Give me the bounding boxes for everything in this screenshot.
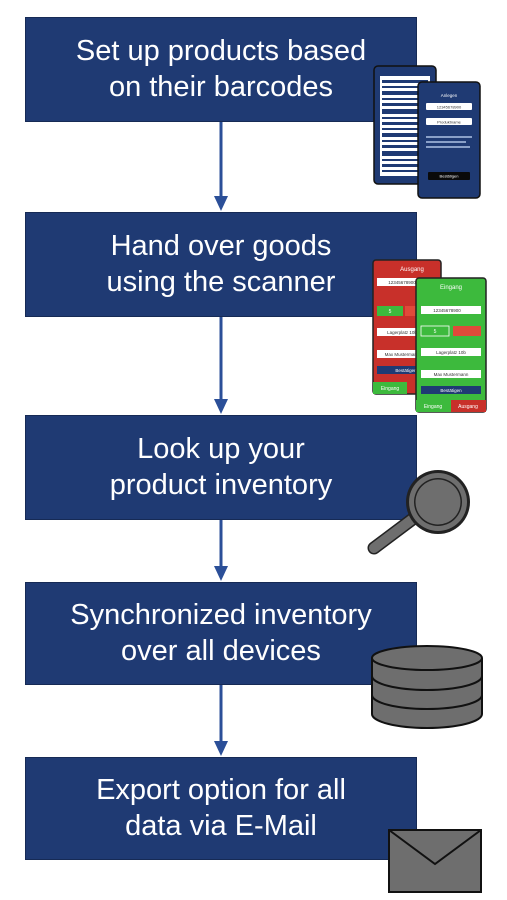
in-phone-person: Max Mustermann <box>434 372 469 377</box>
setup-phone-field: Produktname <box>437 120 462 125</box>
step-hand-over-goods: Hand over goods using the scanner <box>25 212 417 317</box>
step-export-option: Export option for all data via E-Mail <box>25 757 417 860</box>
out-phone-confirm: Bestätigen <box>395 368 417 373</box>
setup-phone-confirm: Bestätigen <box>440 174 459 179</box>
out-phone-count: 5 <box>389 309 392 315</box>
in-phone-code: 12345678900 <box>433 308 461 313</box>
out-phone-tab-in: Eingang <box>381 386 400 392</box>
step-handover-label: Hand over goods using the scanner <box>106 230 336 298</box>
arrow-down-4 <box>214 685 228 756</box>
in-phone-tab-out: Ausgang <box>458 404 478 410</box>
in-phone-tab-in: Eingang <box>424 404 443 410</box>
envelope-icon <box>388 829 482 893</box>
step-synchronized-inventory: Synchronized inventory over all devices <box>25 582 417 685</box>
arrow-down-3 <box>214 520 228 581</box>
arrow-down-1 <box>214 122 228 211</box>
in-phone-count: 5 <box>434 329 437 335</box>
step-setup-label: Set up products based on their barcodes <box>75 35 367 103</box>
out-phone-location: Lagerplatz 10b <box>387 330 417 335</box>
arrow-down-2 <box>214 317 228 414</box>
out-phone-person: Max Mustermann <box>385 352 420 357</box>
in-phone-confirm: Bestätigen <box>440 388 462 393</box>
out-phone-title: Ausgang <box>400 267 424 273</box>
setup-phone-title: Anlegen <box>441 93 458 98</box>
barcode-phone-icon: Anlegen 12345678900 Produktname Bestätig… <box>373 65 481 199</box>
step-setup-products: Set up products based on their barcodes <box>25 17 417 122</box>
out-phone-code: 12345678900 <box>388 280 416 285</box>
database-icon <box>371 645 483 729</box>
setup-phone-code: 12345678900 <box>437 105 462 110</box>
in-phone-title: Eingang <box>440 285 462 291</box>
scanner-phones-icon: Ausgang 12345678900 5 Lagerplatz 10b Max… <box>372 259 487 413</box>
step-sync-label: Synchronized inventory over all devices <box>70 599 372 667</box>
step-lookup-label: Look up your product inventory <box>109 433 333 501</box>
in-phone-location: Lagerplatz 10b <box>436 350 466 355</box>
step-export-label: Export option for all data via E-Mail <box>96 774 346 842</box>
step-look-up-inventory: Look up your product inventory <box>25 415 417 520</box>
magnifier-icon <box>367 470 470 555</box>
